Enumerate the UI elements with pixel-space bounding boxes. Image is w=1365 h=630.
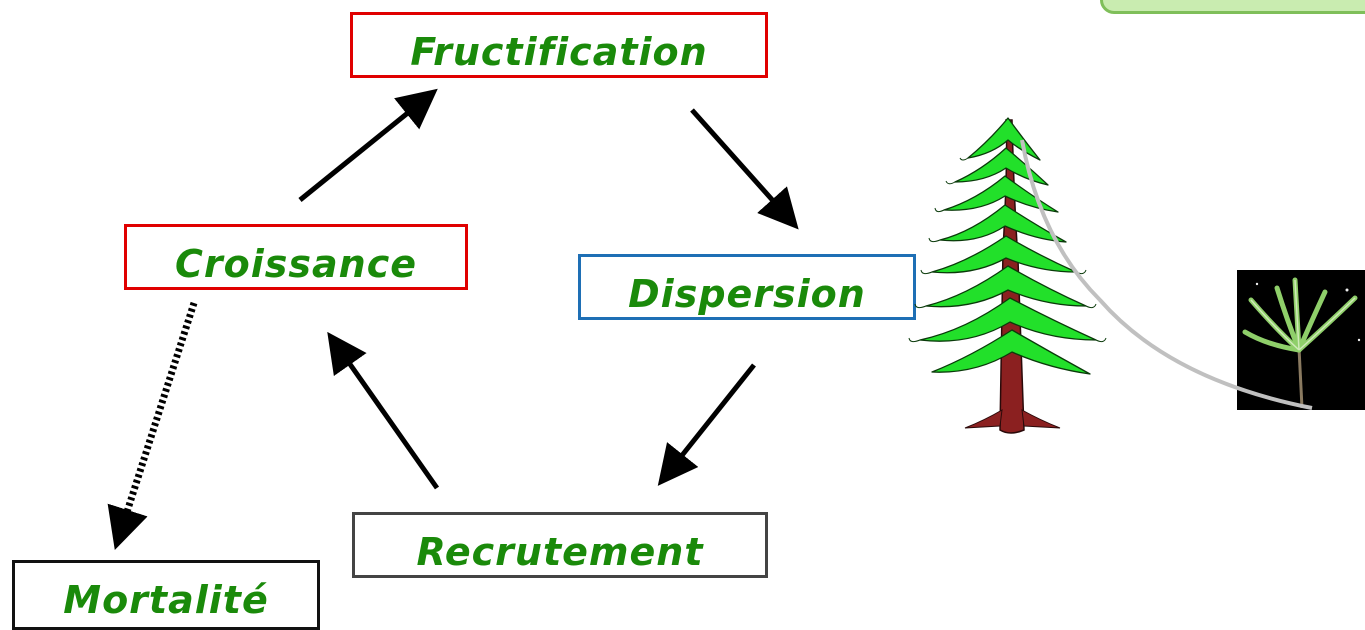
arrow-fructification-to-dispersion [690, 108, 799, 230]
node-recrutement: Recrutement [352, 512, 768, 578]
arrow-croissance-to-fructification [298, 88, 438, 202]
node-fructification-label: Fructification [410, 30, 708, 74]
connector-curve [1020, 139, 1313, 410]
arrow-croissance-to-mortalite [107, 301, 198, 550]
node-dispersion: Dispersion [578, 254, 916, 320]
seedling-panel [1237, 270, 1365, 410]
node-recrutement-label: Recrutement [416, 530, 704, 574]
conifer-tree-icon [908, 117, 1107, 434]
node-croissance-label: Croissance [175, 242, 417, 286]
node-croissance: Croissance [124, 224, 468, 290]
node-fructification: Fructification [350, 12, 768, 78]
arrow-recrutement-to-croissance [327, 331, 440, 490]
arrow-dispersion-to-recrutement [657, 363, 756, 486]
corner-tab [1100, 0, 1365, 14]
seedling-icon [1242, 277, 1361, 409]
node-mortalite: Mortalité [12, 560, 320, 630]
node-dispersion-label: Dispersion [628, 272, 866, 316]
node-mortalite-label: Mortalité [63, 578, 269, 622]
